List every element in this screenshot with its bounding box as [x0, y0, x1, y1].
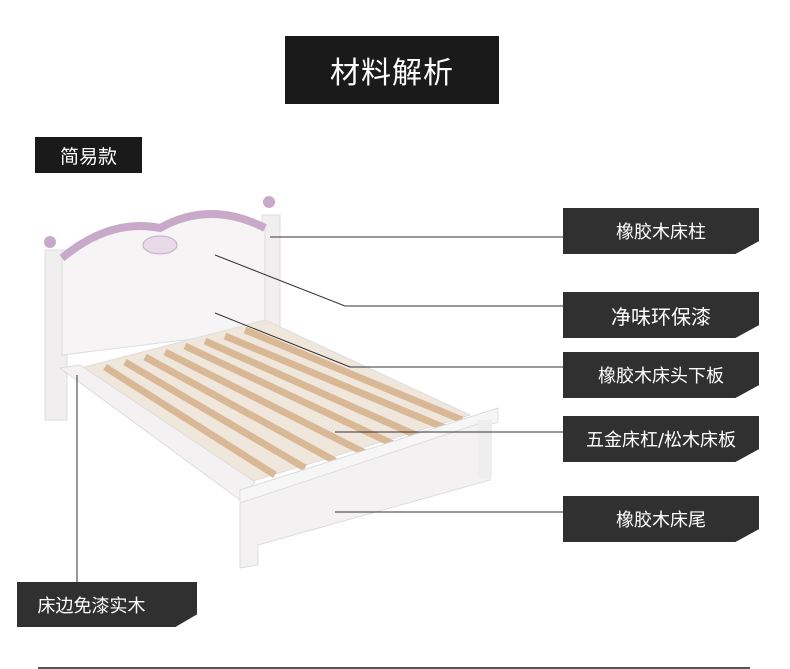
- page-title: 材料解析: [285, 36, 499, 104]
- callout-bedpost: 橡胶木床柱: [563, 208, 759, 254]
- leader-lines: [76, 236, 563, 582]
- callout-bed-side: 床边免漆实木: [17, 582, 197, 627]
- callout-footboard: 橡胶木床尾: [563, 496, 759, 542]
- callout-slats: 五金床杠/松木床板: [563, 416, 759, 462]
- callout-headboard-lower-panel: 橡胶木床头下板: [563, 352, 759, 398]
- callout-paint: 净味环保漆: [563, 292, 759, 338]
- headboard: [44, 196, 281, 421]
- bed-frame: [58, 319, 499, 569]
- variant-tag: 简易款: [35, 137, 142, 173]
